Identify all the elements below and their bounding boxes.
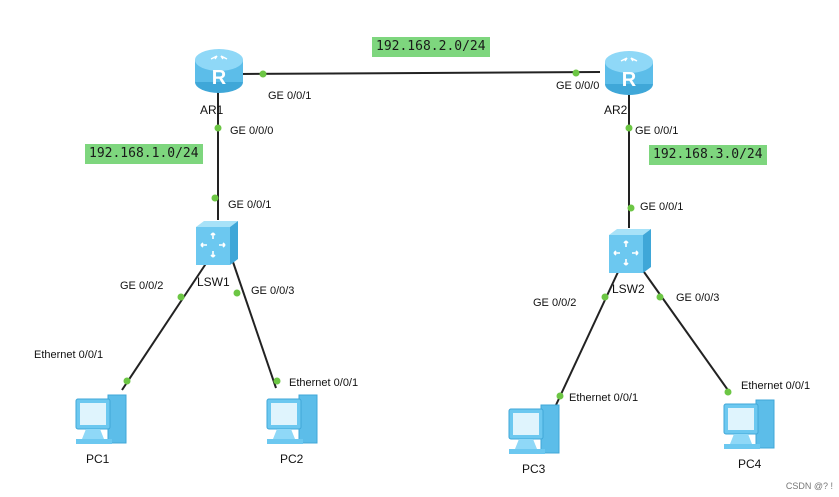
port-dot [601,293,609,301]
port-dot [177,293,185,301]
port-label-pc1-eth: Ethernet 0/0/1 [34,349,104,361]
svg-text:R: R [212,67,227,89]
pc-pc1[interactable] [72,393,132,449]
pc-pc2[interactable] [263,393,323,449]
port-label-ar2-ge001: GE 0/0/1 [635,125,679,137]
device-label-ar1: AR1 [200,103,224,117]
svg-text:R: R [622,69,637,91]
port-label-lsw2-ge001: GE 0/0/1 [640,201,684,213]
switch-lsw2[interactable] [605,227,655,275]
pc-pc3[interactable] [505,403,565,459]
port-dot [273,377,281,385]
device-label-pc3: PC3 [522,462,546,476]
port-label-pc3-eth: Ethernet 0/0/1 [569,392,639,404]
link-lsw2-pc4[interactable] [643,271,731,394]
port-dot [572,69,580,77]
port-dot [259,70,267,78]
device-label-ar2: AR2 [604,103,628,117]
port-label-ar2-ge000: GE 0/0/0 [556,80,600,92]
port-dot [123,377,131,385]
device-label-lsw1: LSW1 [197,275,230,289]
link-lsw2-pc3[interactable] [555,271,619,406]
network-label-192-168-1: 192.168.1.0/24 [85,144,203,164]
port-label-lsw1-ge002: GE 0/0/2 [120,280,164,292]
device-label-pc2: PC2 [280,452,304,466]
port-label-lsw1-ge001: GE 0/0/1 [228,199,272,211]
watermark: CSDN @? ! [785,481,833,491]
switch-lsw1[interactable] [192,219,242,267]
port-label-pc4-eth: Ethernet 0/0/1 [741,380,811,392]
port-label-lsw1-ge003: GE 0/0/3 [251,285,295,297]
port-label-pc2-eth: Ethernet 0/0/1 [289,377,359,389]
port-label-lsw2-ge002: GE 0/0/2 [533,297,577,309]
network-label-192-168-2: 192.168.2.0/24 [372,37,490,57]
device-label-pc4: PC4 [738,457,762,471]
port-dot [211,194,219,202]
port-dot [214,124,222,132]
link-lsw1-pc2[interactable] [232,261,277,389]
port-label-ar1-ge000: GE 0/0/0 [230,125,274,137]
port-dot [625,124,633,132]
port-dot [233,289,241,297]
device-label-pc1: PC1 [86,452,110,466]
link-lsw1-pc1[interactable] [121,261,208,391]
port-dot [627,204,635,212]
router-ar1[interactable]: R [193,46,245,96]
port-label-lsw2-ge003: GE 0/0/3 [676,292,720,304]
router-ar2[interactable]: R [603,48,655,98]
port-dot [556,392,564,400]
port-label-ar1-ge001: GE 0/0/1 [268,90,312,102]
port-dot [656,293,664,301]
network-label-192-168-3: 192.168.3.0/24 [649,145,767,165]
pc-pc4[interactable] [720,398,780,454]
link-ar1-ar2[interactable] [239,71,601,75]
device-label-lsw2: LSW2 [612,282,645,296]
port-dot [724,388,732,396]
